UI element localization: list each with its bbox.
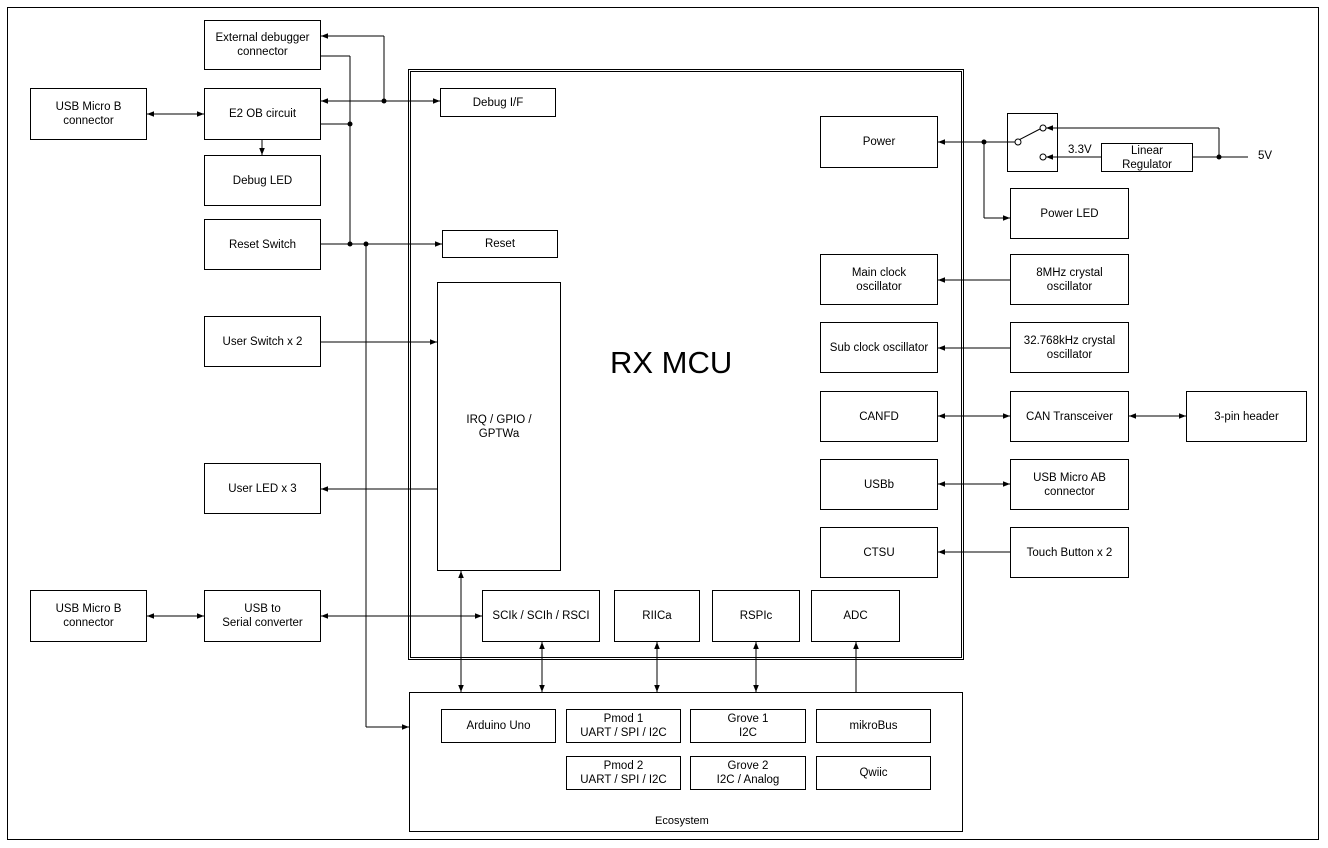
label-3v3: 3.3V bbox=[1068, 144, 1092, 156]
debug-led-block: Debug LED bbox=[204, 155, 321, 206]
user-switch-block: User Switch x 2 bbox=[204, 316, 321, 367]
mcu-block bbox=[408, 69, 964, 660]
pin-header-block: 3-pin header bbox=[1186, 391, 1307, 442]
reset-switch-block: Reset Switch bbox=[204, 219, 321, 270]
e2-ob-circuit-block: E2 OB circuit bbox=[204, 88, 321, 140]
sub-clock-oscillator-block: Sub clock oscillator bbox=[820, 322, 938, 373]
sci-block: SCIk / SCIh / RSCI bbox=[482, 590, 600, 642]
diagram-frame bbox=[7, 7, 1319, 840]
debug-if-block: Debug I/F bbox=[440, 88, 556, 117]
adc-block: ADC bbox=[811, 590, 900, 642]
qwiic-block: Qwiic bbox=[816, 756, 931, 790]
reset-block: Reset bbox=[442, 230, 558, 258]
mcu-title: RX MCU bbox=[610, 345, 733, 380]
touch-button-block: Touch Button x 2 bbox=[1010, 527, 1129, 578]
power-block: Power bbox=[820, 116, 938, 168]
mikrobus-block: mikroBus bbox=[816, 709, 931, 743]
riic-block: RIICa bbox=[614, 590, 700, 642]
can-transceiver-block: CAN Transceiver bbox=[1010, 391, 1129, 442]
ctsu-block: CTSU bbox=[820, 527, 938, 578]
power-switch-block bbox=[1007, 113, 1058, 172]
power-led-block: Power LED bbox=[1010, 188, 1129, 239]
rspi-block: RSPIc bbox=[712, 590, 800, 642]
canfd-block: CANFD bbox=[820, 391, 938, 442]
label-5v: 5V bbox=[1258, 150, 1273, 162]
ecosystem-label: Ecosystem bbox=[655, 815, 709, 827]
usbb-block: USBb bbox=[820, 459, 938, 510]
arduino-uno-block: Arduino Uno bbox=[441, 709, 556, 743]
user-led-block: User LED x 3 bbox=[204, 463, 321, 514]
irq-gpio-gptwa-block: IRQ / GPIO /GPTWa bbox=[437, 282, 561, 571]
